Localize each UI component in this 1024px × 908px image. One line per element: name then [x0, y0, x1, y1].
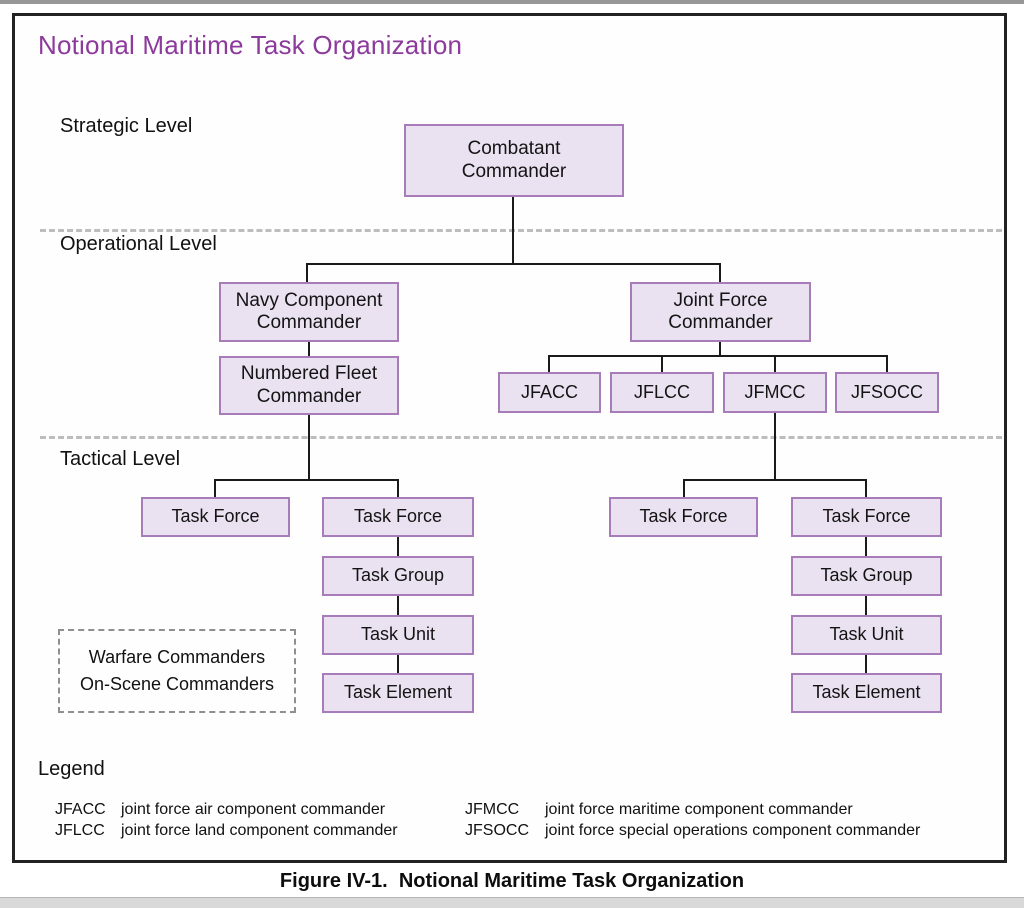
level-label-tactical: Tactical Level — [60, 448, 181, 470]
connector-line — [774, 355, 776, 373]
connector-line — [774, 413, 776, 481]
org-node-navy-component-commander: Navy Component Commander — [219, 282, 399, 342]
screenshot-top-edge — [0, 0, 1024, 4]
connector-line — [548, 355, 888, 357]
connector-line — [865, 537, 867, 557]
connector-line — [661, 355, 663, 373]
level-label-operational: Operational Level — [60, 233, 217, 255]
org-node-task-force: Task Force — [141, 497, 290, 537]
legend-heading: Legend — [38, 758, 105, 780]
org-node-task-force: Task Force — [322, 497, 474, 537]
legend-term: JFMCC — [465, 801, 520, 818]
page-title: Notional Maritime Task Organization — [38, 30, 463, 60]
org-node-task-unit: Task Unit — [322, 615, 474, 655]
separator-strategic-operational — [40, 229, 1002, 232]
org-node-task-element: Task Element — [791, 673, 942, 713]
connector-line — [865, 655, 867, 674]
legend-definition: joint force land component commander — [121, 821, 398, 839]
connector-line — [865, 479, 867, 498]
org-node-task-group: Task Group — [322, 556, 474, 596]
org-node-numbered-fleet-commander: Numbered Fleet Commander — [219, 356, 399, 415]
figure-caption: Figure IV-1. Notional Maritime Task Orga… — [279, 870, 745, 892]
connector-line — [548, 355, 550, 373]
separator-operational-tactical — [40, 436, 1002, 439]
org-node-jfmcc: JFMCC — [723, 372, 827, 413]
connector-line — [214, 479, 399, 481]
connector-line — [865, 596, 867, 616]
connector-line — [683, 479, 685, 498]
connector-line — [886, 355, 888, 373]
legend-column-right: JFMCC joint force maritime component com… — [465, 800, 920, 841]
org-node-jfacc: JFACC — [498, 372, 601, 413]
connector-line — [306, 263, 308, 284]
legend-column-left: JFACC joint force air component commande… — [55, 800, 398, 841]
legend-entry: JFMCC joint force maritime component com… — [465, 800, 920, 821]
screenshot-bottom-edge — [0, 897, 1024, 908]
connector-line — [308, 342, 310, 357]
org-node-task-group: Task Group — [791, 556, 942, 596]
connector-line — [397, 479, 399, 498]
legend-term: JFSOCC — [465, 821, 529, 839]
legend-definition: joint force maritime component commander — [545, 801, 853, 818]
org-node-task-force: Task Force — [609, 497, 758, 537]
org-node-combatant-commander: Combatant Commander — [404, 124, 624, 197]
connector-line — [683, 479, 867, 481]
warfare-commanders-note-box: Warfare Commanders On-Scene Commanders — [58, 629, 296, 713]
org-node-jfsocc: JFSOCC — [835, 372, 939, 413]
org-node-task-unit: Task Unit — [791, 615, 942, 655]
connector-line — [512, 197, 514, 265]
org-node-jflcc: JFLCC — [610, 372, 714, 413]
level-label-strategic: Strategic Level — [60, 115, 193, 137]
connector-line — [719, 263, 721, 284]
org-node-joint-force-commander: Joint Force Commander — [630, 282, 811, 342]
legend-entry: JFSOCC joint force special operations co… — [465, 821, 920, 842]
connector-line — [397, 655, 399, 674]
legend-entry: JFACC joint force air component commande… — [55, 800, 398, 821]
connector-line — [397, 596, 399, 616]
legend-term: JFLCC — [55, 821, 105, 839]
connector-line — [308, 415, 310, 481]
connector-line — [397, 537, 399, 557]
legend-definition: joint force air component commander — [121, 801, 386, 818]
connector-line — [306, 263, 721, 265]
legend-term: JFACC — [55, 801, 106, 818]
org-node-task-force: Task Force — [791, 497, 942, 537]
org-node-task-element: Task Element — [322, 673, 474, 713]
connector-line — [214, 479, 216, 498]
connector-line — [719, 342, 721, 357]
legend-definition: joint force special operations component… — [545, 821, 921, 839]
legend-entry: JFLCC joint force land component command… — [55, 821, 398, 842]
